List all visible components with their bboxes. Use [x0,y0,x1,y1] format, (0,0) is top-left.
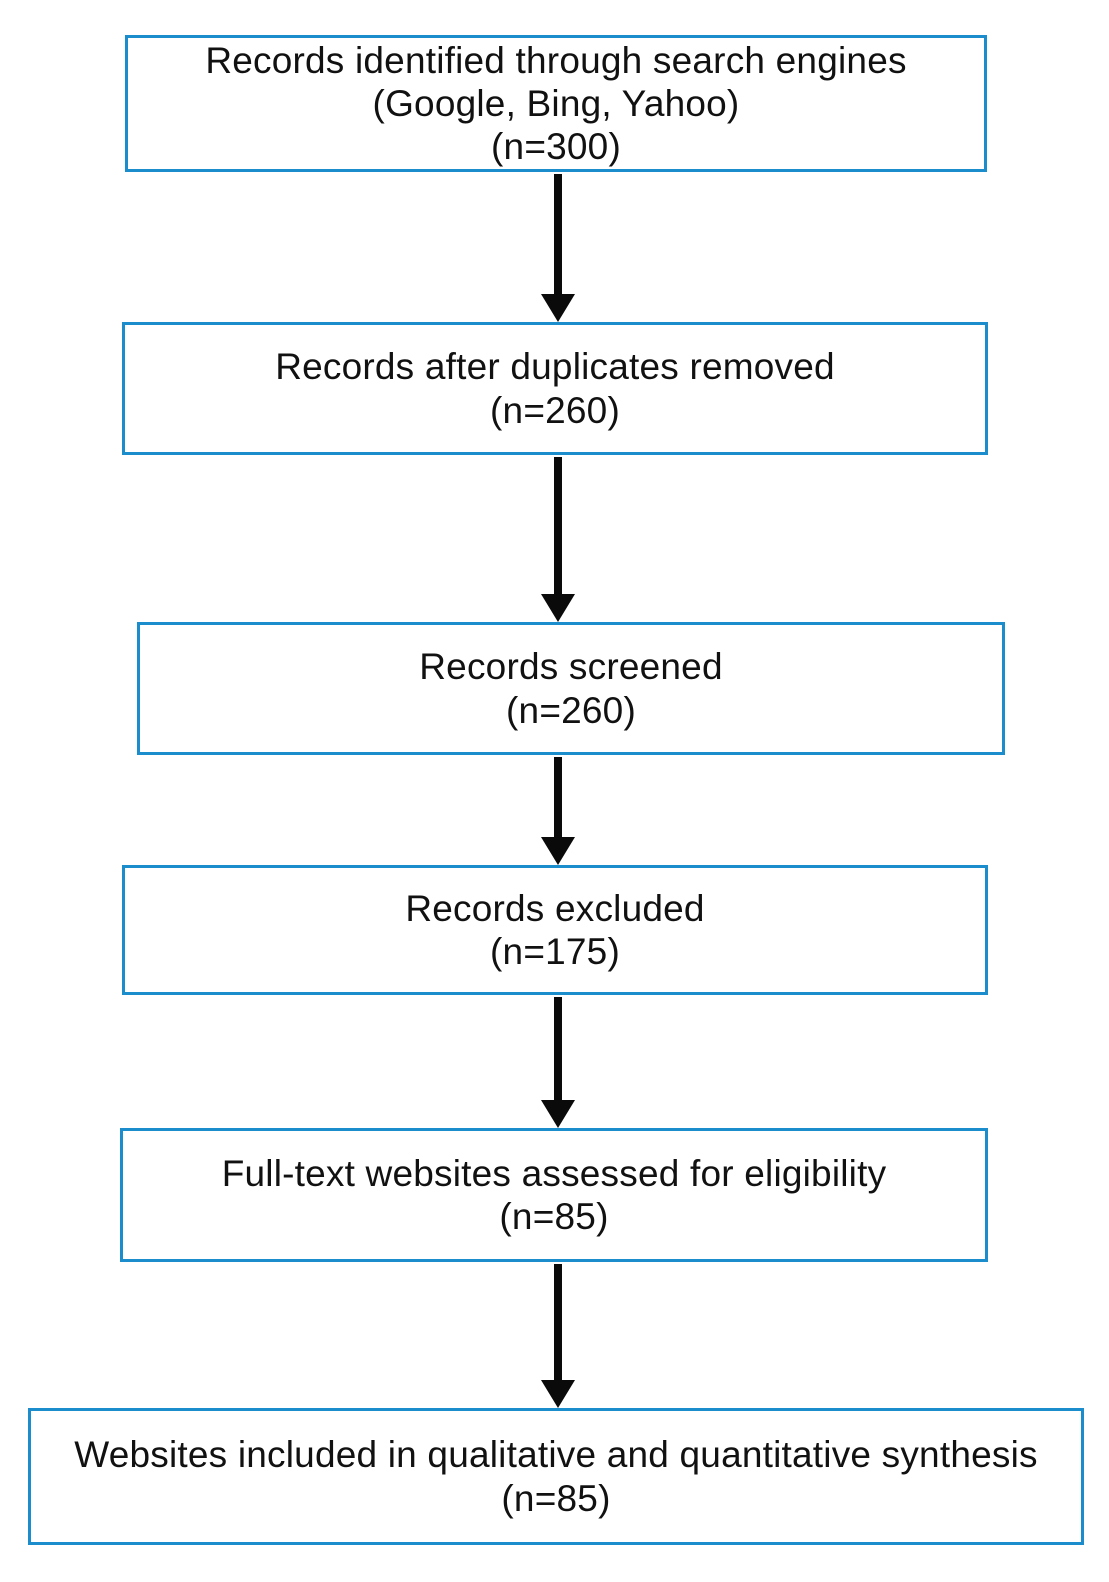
box-count: (n=175) [490,931,620,972]
box-text-line: Websites included in qualitative and qua… [74,1434,1038,1476]
arrow-head [541,594,575,622]
arrow-down-icon [541,174,575,322]
arrow-shaft [554,757,562,837]
box-count: (n=85) [501,1477,611,1519]
box-count: (n=300) [491,126,621,168]
arrow-down-icon [541,757,575,865]
flow-box-records-identified: Records identified through search engine… [125,35,987,172]
box-text-line: (Google, Bing, Yahoo) [372,82,740,124]
box-text-line: Full-text websites assessed for eligibil… [221,1152,887,1194]
box-count: (n=85) [499,1196,609,1237]
flow-box-records-screened: Records screened (n=260) [137,622,1005,755]
arrow-down-icon [541,997,575,1128]
flow-box-websites-included: Websites included in qualitative and qua… [28,1408,1084,1545]
box-text-line: Records excluded [405,887,705,929]
arrow-shaft [554,997,562,1100]
arrow-shaft [554,457,562,594]
box-count: (n=260) [506,689,636,731]
box-count: (n=260) [490,389,620,431]
arrow-down-icon [541,1264,575,1408]
flow-box-duplicates-removed: Records after duplicates removed (n=260) [122,322,988,455]
arrow-shaft [554,1264,562,1380]
flow-box-full-text-assessed: Full-text websites assessed for eligibil… [120,1128,988,1262]
flow-box-records-excluded: Records excluded (n=175) [122,865,988,995]
arrow-head [541,1380,575,1408]
box-text-line: Records identified through search engine… [205,39,907,81]
arrow-head [541,1100,575,1128]
arrow-head [541,837,575,865]
arrow-shaft [554,174,562,294]
box-text-line: Records after duplicates removed [275,346,835,388]
arrow-head [541,294,575,322]
box-text-line: Records screened [419,646,723,688]
arrow-down-icon [541,457,575,622]
